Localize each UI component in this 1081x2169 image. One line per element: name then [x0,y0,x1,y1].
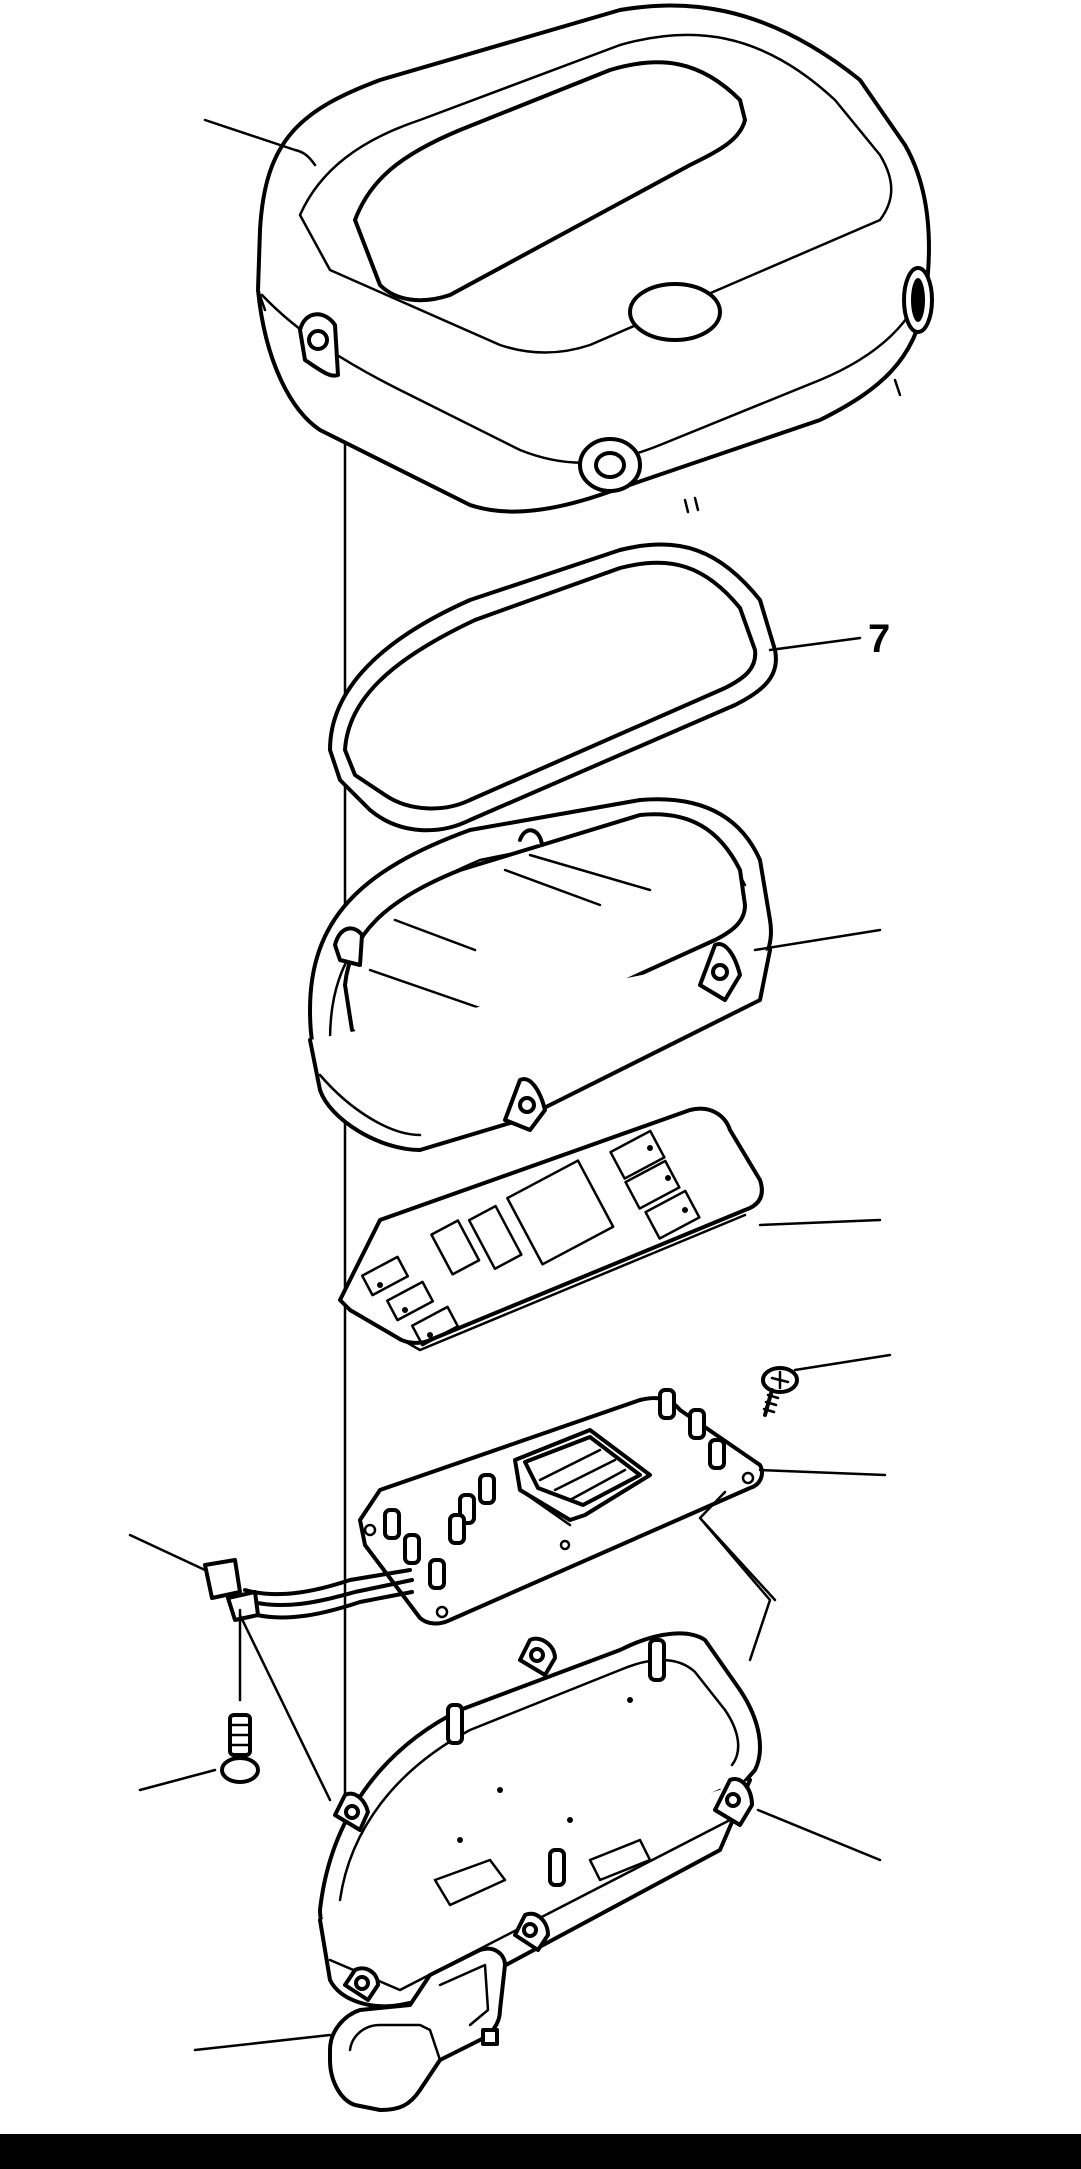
leader-harness [128,1533,207,1572]
screw-part [761,1366,799,1417]
leader-bracket-cover [193,2033,332,2052]
leader-seal-gasket [768,636,862,652]
leader-screw [793,1353,892,1372]
bottom-border-bar [0,2134,1081,2169]
leader-lens-assembly [753,928,882,952]
led-posts [383,1388,726,1590]
leader-meter-panel [758,1218,882,1227]
upper-cover-part [256,3,934,514]
leader-bolt-to-case [238,1608,332,1802]
callout-leaders [128,118,892,2052]
leader-lower-case [756,1808,882,1862]
circuit-board-part [358,1388,764,1626]
leader-upper-cover [203,118,317,167]
callout-label-seal-gasket: 7 [868,617,890,661]
bracket-cover-part [328,1946,507,2112]
lens-assembly-part [308,797,773,1152]
leader-board-mount [698,1490,777,1662]
meter-panel-part [338,1106,764,1352]
harness-connector-part [203,1558,414,1622]
leader-circuit-board [758,1468,887,1477]
leader-bolt [138,1768,217,1792]
seal-gasket-part [328,542,778,833]
lower-case-part [318,1631,762,2009]
bolt-part [220,1713,260,1784]
